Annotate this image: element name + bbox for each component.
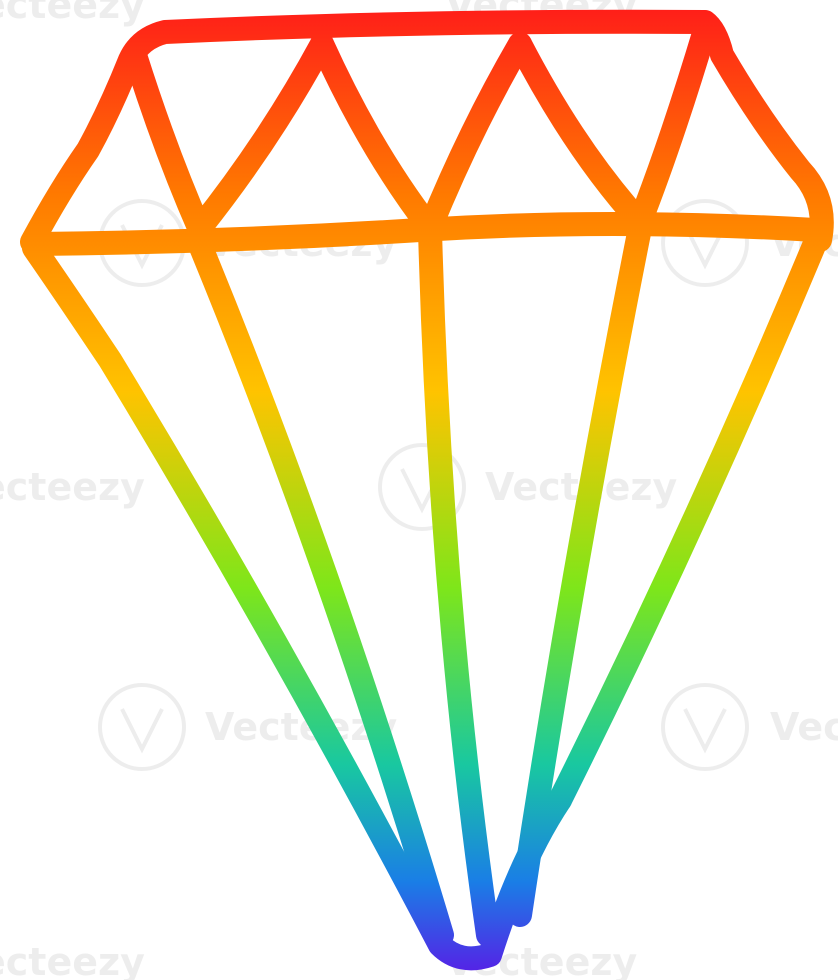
diamond-crown-facet (310, 32, 442, 240)
watermark-text: ecteezy (0, 465, 145, 509)
diamond-icon (20, 9, 834, 971)
watermark-text: Vecteezy (770, 705, 838, 749)
diamond-crown-facet (123, 43, 212, 242)
diamond-pavilion-facet (186, 228, 454, 947)
watermark-text: ecteezy (0, 940, 145, 980)
diamond-pavilion-facet (418, 218, 500, 947)
vecteezy-logo-icon (661, 683, 749, 771)
diamond-crown-facet (508, 32, 652, 234)
diamond-pavilion-right-edge (548, 224, 830, 812)
diamond-crown-outline (20, 9, 834, 254)
diamond-crown-facet (188, 32, 334, 240)
diamond-crown-facet (418, 32, 532, 240)
watermark-text: ecteezy (0, 0, 145, 27)
diamond-pavilion-facet (508, 216, 652, 927)
vecteezy-logo-icon (661, 199, 749, 287)
diamond-pavilion-left-edge (22, 236, 572, 971)
diamond-crown-facet (628, 18, 717, 234)
vecteezy-logo-icon (98, 683, 186, 771)
